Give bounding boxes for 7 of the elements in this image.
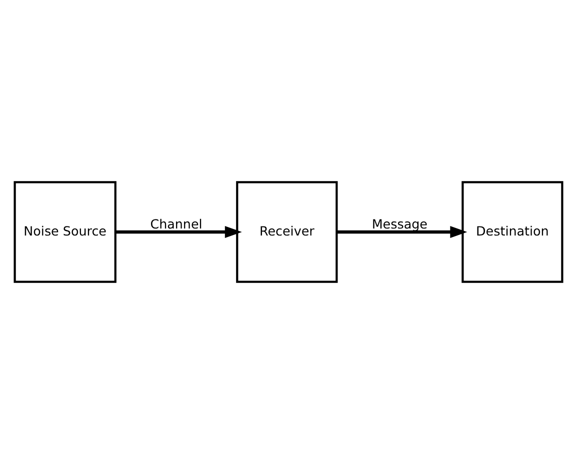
node-box: Noise Source: [14, 181, 116, 283]
node-box: Destination: [462, 181, 564, 283]
edge-label: Message: [372, 216, 428, 232]
arrow: [115, 226, 242, 238]
node-box: Receiver: [236, 181, 338, 283]
arrow: [336, 226, 468, 238]
edge-label: Channel: [150, 216, 202, 232]
